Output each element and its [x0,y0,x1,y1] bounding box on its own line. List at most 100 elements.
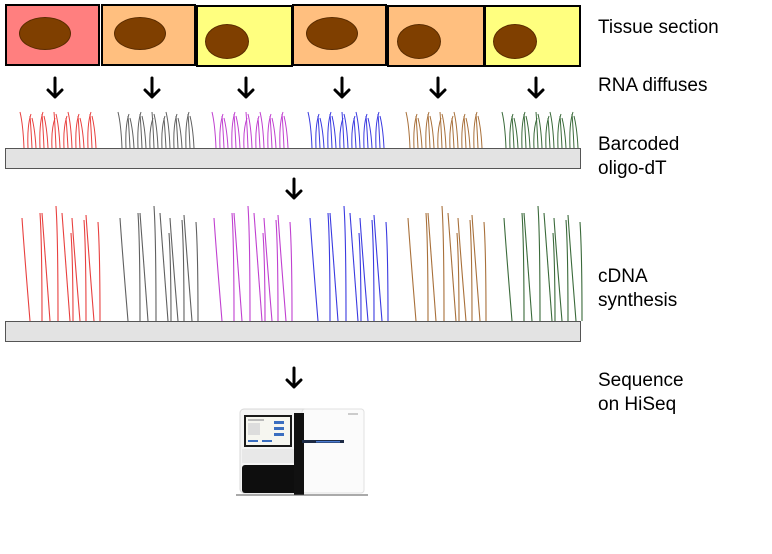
cdna-strand [567,214,577,322]
oligo-strand-group [307,111,385,149]
oligo-strand [377,113,381,149]
oligo-strand [559,115,563,149]
oligo-strand [221,115,225,149]
oligo-strand [463,115,467,149]
down-arrow-icon [45,76,65,100]
cdna-strand [137,212,141,322]
cdna-strand [565,219,569,322]
cdna-strand [41,212,51,322]
oligo-strand [441,113,447,149]
oligo-strand [65,117,69,149]
oligo-strand [19,111,25,149]
cdna-strand [371,219,375,322]
down-arrow-icon [284,366,304,390]
oligo-strand [271,117,277,149]
oligo-strand [415,115,419,149]
cdna-strand [329,212,339,322]
cdna-strand [21,217,31,322]
cdna-strand-group [309,205,389,322]
oligo-strand [355,111,361,149]
oligo-strand [117,111,123,149]
cdna-strand [231,212,235,322]
nucleus [114,17,166,50]
cdna-strand [97,221,101,322]
cdna-strand [483,221,487,322]
cdna-strand-group [213,205,293,322]
cdna-strand [263,217,273,322]
oligo-strand [549,111,555,149]
cdna-strand-group [119,205,199,322]
oligo-strand [319,117,325,149]
cdna-strand [385,221,389,322]
oligo-strand [257,117,261,149]
oligo-strand [439,111,443,149]
cdna-strand [195,221,199,322]
oligo-strand [269,115,273,149]
down-arrow-icon [332,76,352,100]
oligo-strand [535,111,539,149]
cdna-strand [169,217,179,322]
oligo-strand [379,115,385,149]
cdna-strand [447,212,457,322]
oligo-strand [223,117,229,149]
oligo-strand [89,113,93,149]
oligo-strand [77,115,81,149]
cdna-strand [358,232,362,322]
oligo-strand [329,113,333,149]
nucleus [205,24,249,59]
oligo-strand [43,115,49,149]
cdna-strand-group [407,205,487,322]
oligo-strand [547,117,551,149]
oligo-strand [453,111,459,149]
tissue-cell [101,4,196,66]
oligo-strand [523,113,527,149]
cdna-strand [139,212,149,322]
oligo-strand [29,115,33,149]
oligo-strand-group [501,111,579,149]
down-arrow-icon [236,76,256,100]
oligo-strand [537,113,543,149]
step-label-sequence: Sequence on HiSeq [598,370,684,415]
oligo-strand [151,111,155,149]
cdna-strand-group [21,205,101,322]
oligo-strand [139,113,143,149]
oligo-strand [475,113,479,149]
oligo-strand [331,115,337,149]
oligo-strand [429,115,435,149]
cdna-strand [85,214,95,322]
cdna-strand [233,212,243,322]
cdna-strand [456,232,460,322]
nucleus [493,24,537,59]
tissue-cell [5,4,100,66]
oligo-strand [343,113,349,149]
cdna-strand [579,221,583,322]
cdna-strand [343,205,347,322]
cdna-strand [213,217,223,322]
cdna-strand [277,214,287,322]
cdna-strand [83,219,87,322]
cdna-strand [253,212,263,322]
oligo-strand [405,111,411,149]
oligo-strand-group [211,111,289,149]
oligo-strand [67,111,73,149]
cdna-strand [71,217,81,322]
cdna-strand [309,217,319,322]
cdna-strand [359,217,369,322]
cdna-strand [521,212,525,322]
cdna-strand [55,205,59,322]
down-arrow-icon [284,177,304,201]
oligo-strand [187,113,191,149]
oligo-strand [465,117,471,149]
oligo-strand [53,111,57,149]
step-label-diffuse: RNA diffuses [598,75,708,96]
oligo-strand [417,117,423,149]
oligo-strand [307,111,313,149]
oligo-strand [163,117,167,149]
cdna-strand [153,205,157,322]
cdna-strand [168,232,172,322]
tissue-cell [484,5,581,67]
oligo-strand [525,115,531,149]
oligo-strand [235,115,241,149]
oligo-strand [341,111,345,149]
